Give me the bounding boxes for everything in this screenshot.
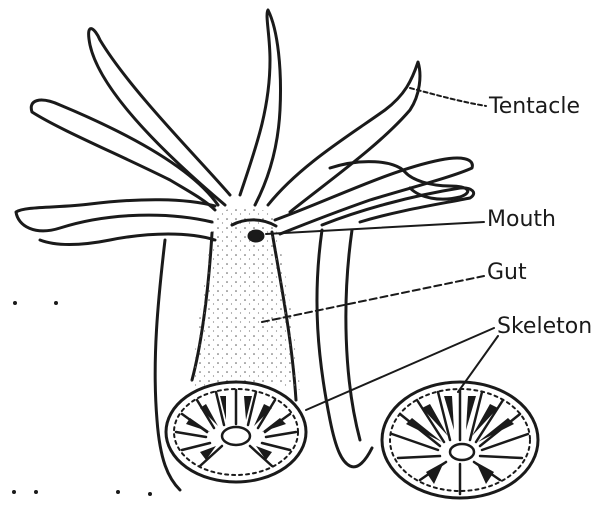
leader-skeleton-left <box>306 328 494 410</box>
gut-region <box>190 208 300 391</box>
gut-label: Gut <box>487 262 527 284</box>
stray-marks <box>12 301 152 496</box>
leader-gut <box>262 276 484 322</box>
skeleton-cup-right <box>382 382 538 498</box>
leader-lines <box>262 88 498 410</box>
mouth-label: Mouth <box>487 209 556 231</box>
leader-tentacle <box>410 88 486 106</box>
tentacle-label: Tentacle <box>489 96 580 118</box>
skeleton-cup-left <box>166 382 306 482</box>
skeleton-label: Skeleton <box>497 316 592 338</box>
